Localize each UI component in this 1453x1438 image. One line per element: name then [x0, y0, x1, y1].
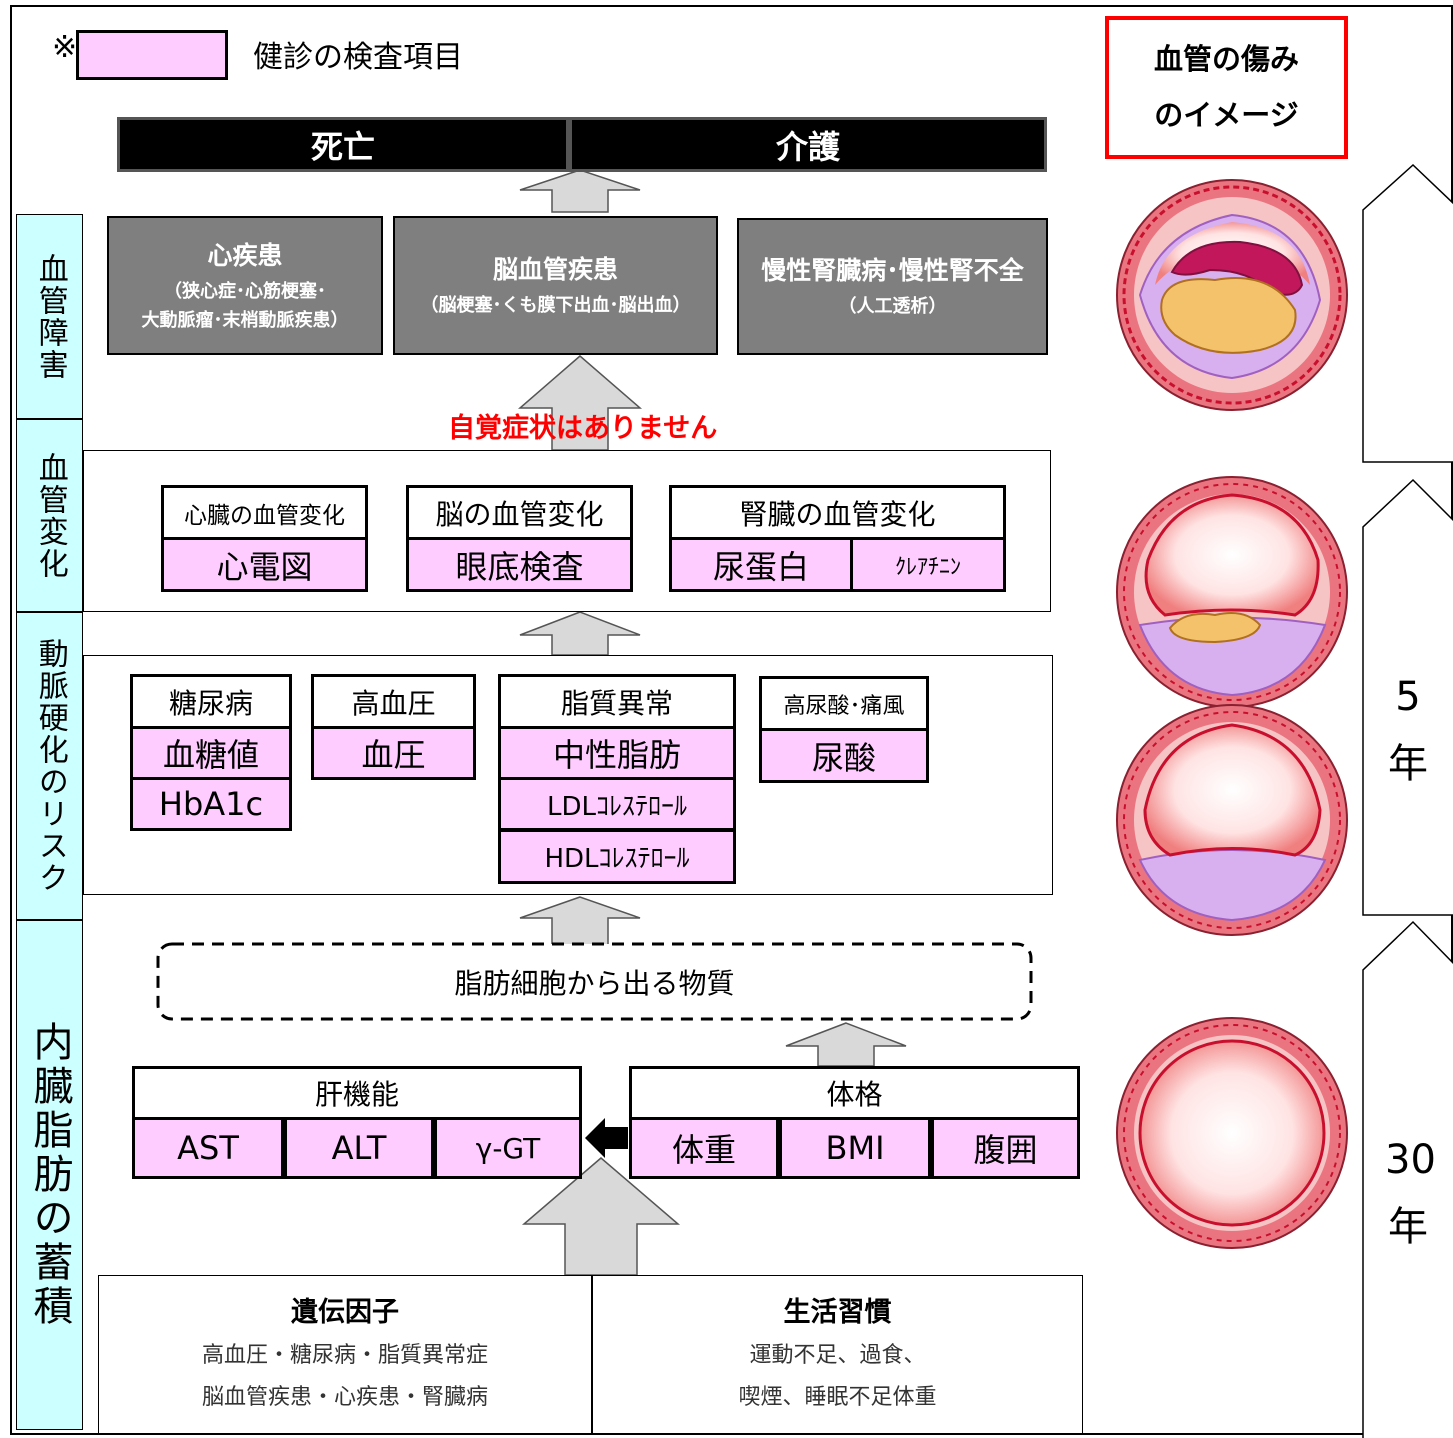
physique-test-bmi: BMI [779, 1117, 931, 1179]
physique-test-weight: 体重 [629, 1117, 779, 1179]
side-label-vascular-change: 血管変化 [16, 419, 83, 612]
timeline-mid-number: 5 [1395, 674, 1421, 720]
disease-heart: 心疾患 （狭心症･心筋梗塞･ 大動脈瘤･末梢動脈疾患） [107, 216, 383, 355]
uric-label: 高尿酸･痛風 [759, 676, 929, 731]
liver-test-alt: ALT [284, 1117, 434, 1179]
genetic-factors-line1: 高血圧・糖尿病・脂質異常症 [201, 1343, 488, 1369]
disease-kidney-sub1: （人工透析） [838, 296, 947, 318]
side-label-vascular-damage: 血管障害 [16, 214, 83, 419]
hypertension-label: 高血圧 [311, 674, 476, 729]
vascular-image-title: 血管の傷み のイメージ [1105, 16, 1348, 159]
diabetes-test-glucose: 血糖値 [130, 726, 292, 780]
disease-cerebro-title: 脳血管疾患 [492, 255, 618, 285]
disease-cerebro-sub1: （脳梗塞･くも膜下出血･脳出血） [420, 295, 691, 317]
physique-label: 体格 [629, 1066, 1080, 1120]
up-arrow-change [519, 611, 641, 656]
lifestyle-line2: 喫煙、睡眠不足体重 [738, 1385, 937, 1410]
legend-text: 健診の検査項目 [253, 40, 463, 75]
timeline-low-unit: 年 [1388, 1204, 1428, 1250]
genetic-factors-box: 遺伝因子 高血圧・糖尿病・脂質異常症 脳血管疾患・心疾患・腎臓病 [98, 1275, 592, 1434]
outcome-care: 介護 [569, 117, 1047, 172]
hypertension-test-bp: 血圧 [311, 726, 476, 780]
liver-test-ggt: γ-GT [434, 1117, 582, 1179]
fat-substances-box [156, 942, 1033, 1021]
legend-swatch [76, 30, 228, 80]
brain-test-fundus: 眼底検査 [406, 537, 633, 592]
timeline-shapes [1362, 163, 1453, 1438]
dyslipidemia-test-hdl: HDLｺﾚｽﾃﾛｰﾙ [498, 829, 736, 884]
vessel-mild-image [1116, 704, 1348, 936]
heart-change-label: 心臓の血管変化 [161, 485, 368, 540]
genetic-factors-line2: 脳血管疾患・心疾患・腎臓病 [201, 1385, 488, 1410]
up-arrow-risk [519, 896, 641, 946]
diabetes-test-hba1c: HbA1c [130, 777, 292, 831]
liver-label: 肝機能 [132, 1066, 582, 1120]
side-label-visceral-fat: 内臓脂肪の蓄積 [16, 920, 83, 1430]
kidney-change-label: 腎臓の血管変化 [669, 485, 1006, 540]
physique-test-waist: 腹囲 [931, 1117, 1080, 1179]
vascular-image-title-line2: のイメージ [1154, 97, 1299, 132]
diabetes-label: 糖尿病 [130, 674, 292, 729]
legend-mark: ※ [52, 30, 78, 65]
timeline-mid [1362, 478, 1453, 916]
genetic-factors-title: 遺伝因子 [291, 1297, 399, 1329]
up-arrow-top [519, 169, 641, 213]
disease-kidney: 慢性腎臓病･慢性腎不全 （人工透析） [737, 218, 1048, 355]
kidney-test-creatinine: ｸﾚｱﾁﾆﾝ [850, 537, 1006, 592]
side-label-arterio-risk: 動脈硬化のリスク [16, 612, 83, 920]
lifestyle-box: 生活習慣 運動不足、過食、 喫煙、睡眠不足体重 [592, 1275, 1083, 1434]
timeline-top [1362, 163, 1453, 463]
fat-substances-text: 脂肪細胞から出る物質 [454, 966, 735, 1000]
brain-change-label: 脳の血管変化 [406, 485, 633, 540]
outcome-death: 死亡 [117, 117, 569, 172]
liver-test-ast: AST [132, 1117, 284, 1179]
lifestyle-title: 生活習慣 [783, 1297, 892, 1329]
dyslipidemia-test-ldl: LDLｺﾚｽﾃﾛｰﾙ [498, 777, 736, 831]
disease-cerebro: 脳血管疾患 （脳梗塞･くも膜下出血･脳出血） [393, 216, 718, 355]
vessel-healthy-image [1116, 1017, 1348, 1249]
vessel-moderate-image [1116, 476, 1348, 708]
disease-heart-title: 心疾患 [207, 240, 283, 270]
timeline-mid-unit: 年 [1388, 741, 1428, 787]
up-arrow-physique [785, 1022, 907, 1067]
vascular-image-title-line1: 血管の傷み [1153, 42, 1299, 77]
dyslipidemia-test-tg: 中性脂肪 [498, 726, 736, 780]
disease-heart-sub1: （狭心症･心筋梗塞･ [164, 280, 326, 302]
timeline-low-number: 30 [1385, 1137, 1436, 1183]
disease-heart-sub2: 大動脈瘤･末梢動脈疾患） [141, 309, 349, 331]
kidney-test-urine-protein: 尿蛋白 [669, 537, 853, 592]
disease-kidney-title: 慢性腎臓病･慢性腎不全 [761, 256, 1024, 286]
lifestyle-line1: 運動不足、過食、 [749, 1343, 926, 1369]
vessel-severe-image [1116, 179, 1348, 411]
no-symptoms-text: 自覚症状はありません [448, 413, 718, 444]
timeline-low [1362, 920, 1453, 1438]
dyslipidemia-label: 脂質異常 [498, 674, 736, 729]
left-arrow [585, 1118, 628, 1158]
uric-test-uric-acid: 尿酸 [759, 728, 929, 783]
heart-test-ecg: 心電図 [161, 537, 368, 592]
